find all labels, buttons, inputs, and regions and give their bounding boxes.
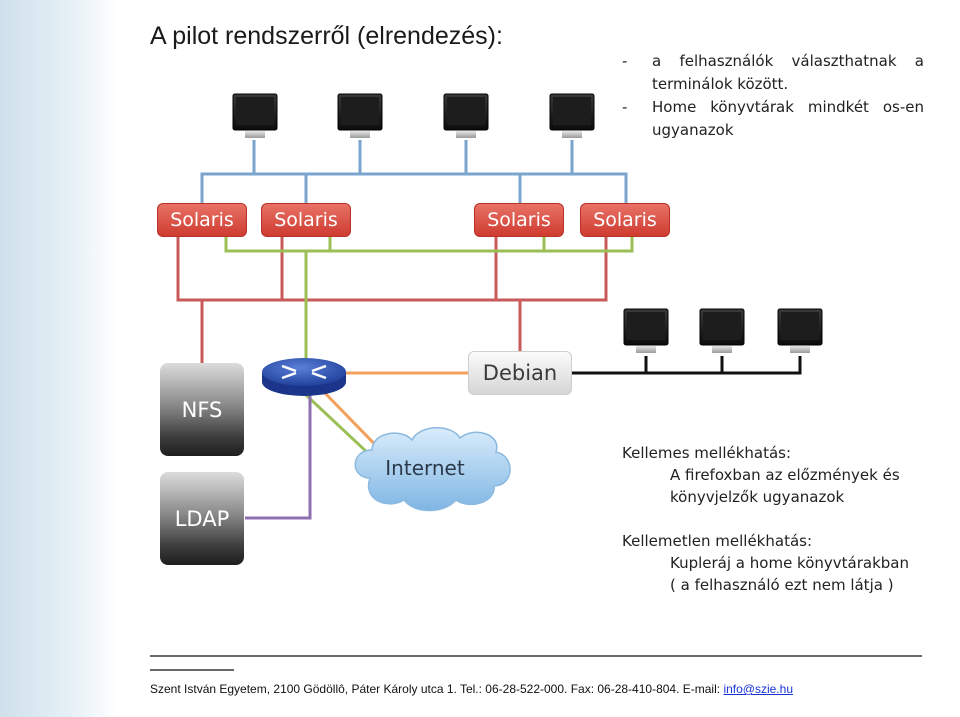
terminal-icon xyxy=(337,93,383,138)
terminal-link xyxy=(360,140,468,176)
note-item: - a felhasználók választhatnak a terminá… xyxy=(622,50,924,96)
terminal-icon xyxy=(777,308,823,353)
terminal-icon xyxy=(623,308,669,353)
nfs-server: NFS xyxy=(160,363,244,456)
note-dash: - xyxy=(622,98,628,116)
solaris-node: Solaris xyxy=(580,203,670,237)
unpleasant-line-1: Kupleráj a home könyvtárakban xyxy=(670,554,909,572)
terminal-link xyxy=(200,140,256,203)
notes-list: - a felhasználók választhatnak a terminá… xyxy=(622,50,924,142)
note-dash: - xyxy=(622,52,628,70)
side-effects: Kellemes mellékhatás: A firefoxban az el… xyxy=(622,442,922,596)
nfs-label: NFS xyxy=(181,397,223,422)
terminal-links xyxy=(200,140,628,203)
terminal-link xyxy=(572,172,628,203)
terminal-icon xyxy=(549,93,595,138)
pleasant-heading: Kellemes mellékhatás: xyxy=(622,444,792,462)
ldap-label: LDAP xyxy=(174,506,230,531)
ldap-server: LDAP xyxy=(160,472,244,565)
footer-text: Szent István Egyetem, 2100 Gödöllô, Páte… xyxy=(150,682,724,696)
footer-email-link[interactable]: info@szie.hu xyxy=(723,682,793,696)
footer: Szent István Egyetem, 2100 Gödöllô, Páte… xyxy=(150,682,793,696)
note-text: Home könyvtárak mindkét os-en ugyanazok xyxy=(652,98,924,139)
solaris-node: Solaris xyxy=(474,203,564,237)
debian-node: Debian xyxy=(468,351,572,395)
unpleasant-line-2: ( a felhasználó ezt nem látja ) xyxy=(670,576,894,594)
internet-cloud-icon xyxy=(354,427,511,512)
decorative-left-band xyxy=(0,0,118,717)
terminal-icon xyxy=(699,308,745,353)
terminal-link xyxy=(466,140,574,176)
red-links xyxy=(176,236,608,363)
note-text: a felhasználók választhatnak a terminálo… xyxy=(652,52,924,93)
terminal-icon xyxy=(232,93,278,138)
slide-title: A pilot rendszerről (elrendezés): xyxy=(150,22,503,50)
solaris-node: Solaris xyxy=(261,203,351,237)
purple-link xyxy=(245,395,312,520)
terminal-link xyxy=(202,140,362,176)
note-item: - Home könyvtárak mindkét os-en ugyanazo… xyxy=(622,96,924,142)
internet-label: Internet xyxy=(385,456,465,480)
solaris-node: Solaris xyxy=(157,203,247,237)
terminal-icon xyxy=(443,93,489,138)
unpleasant-heading: Kellemetlen mellékhatás: xyxy=(622,532,813,550)
pleasant-text: A firefoxban az előzmények és könyvjelző… xyxy=(670,466,900,506)
black-links xyxy=(572,356,802,375)
router-icon xyxy=(262,358,346,396)
